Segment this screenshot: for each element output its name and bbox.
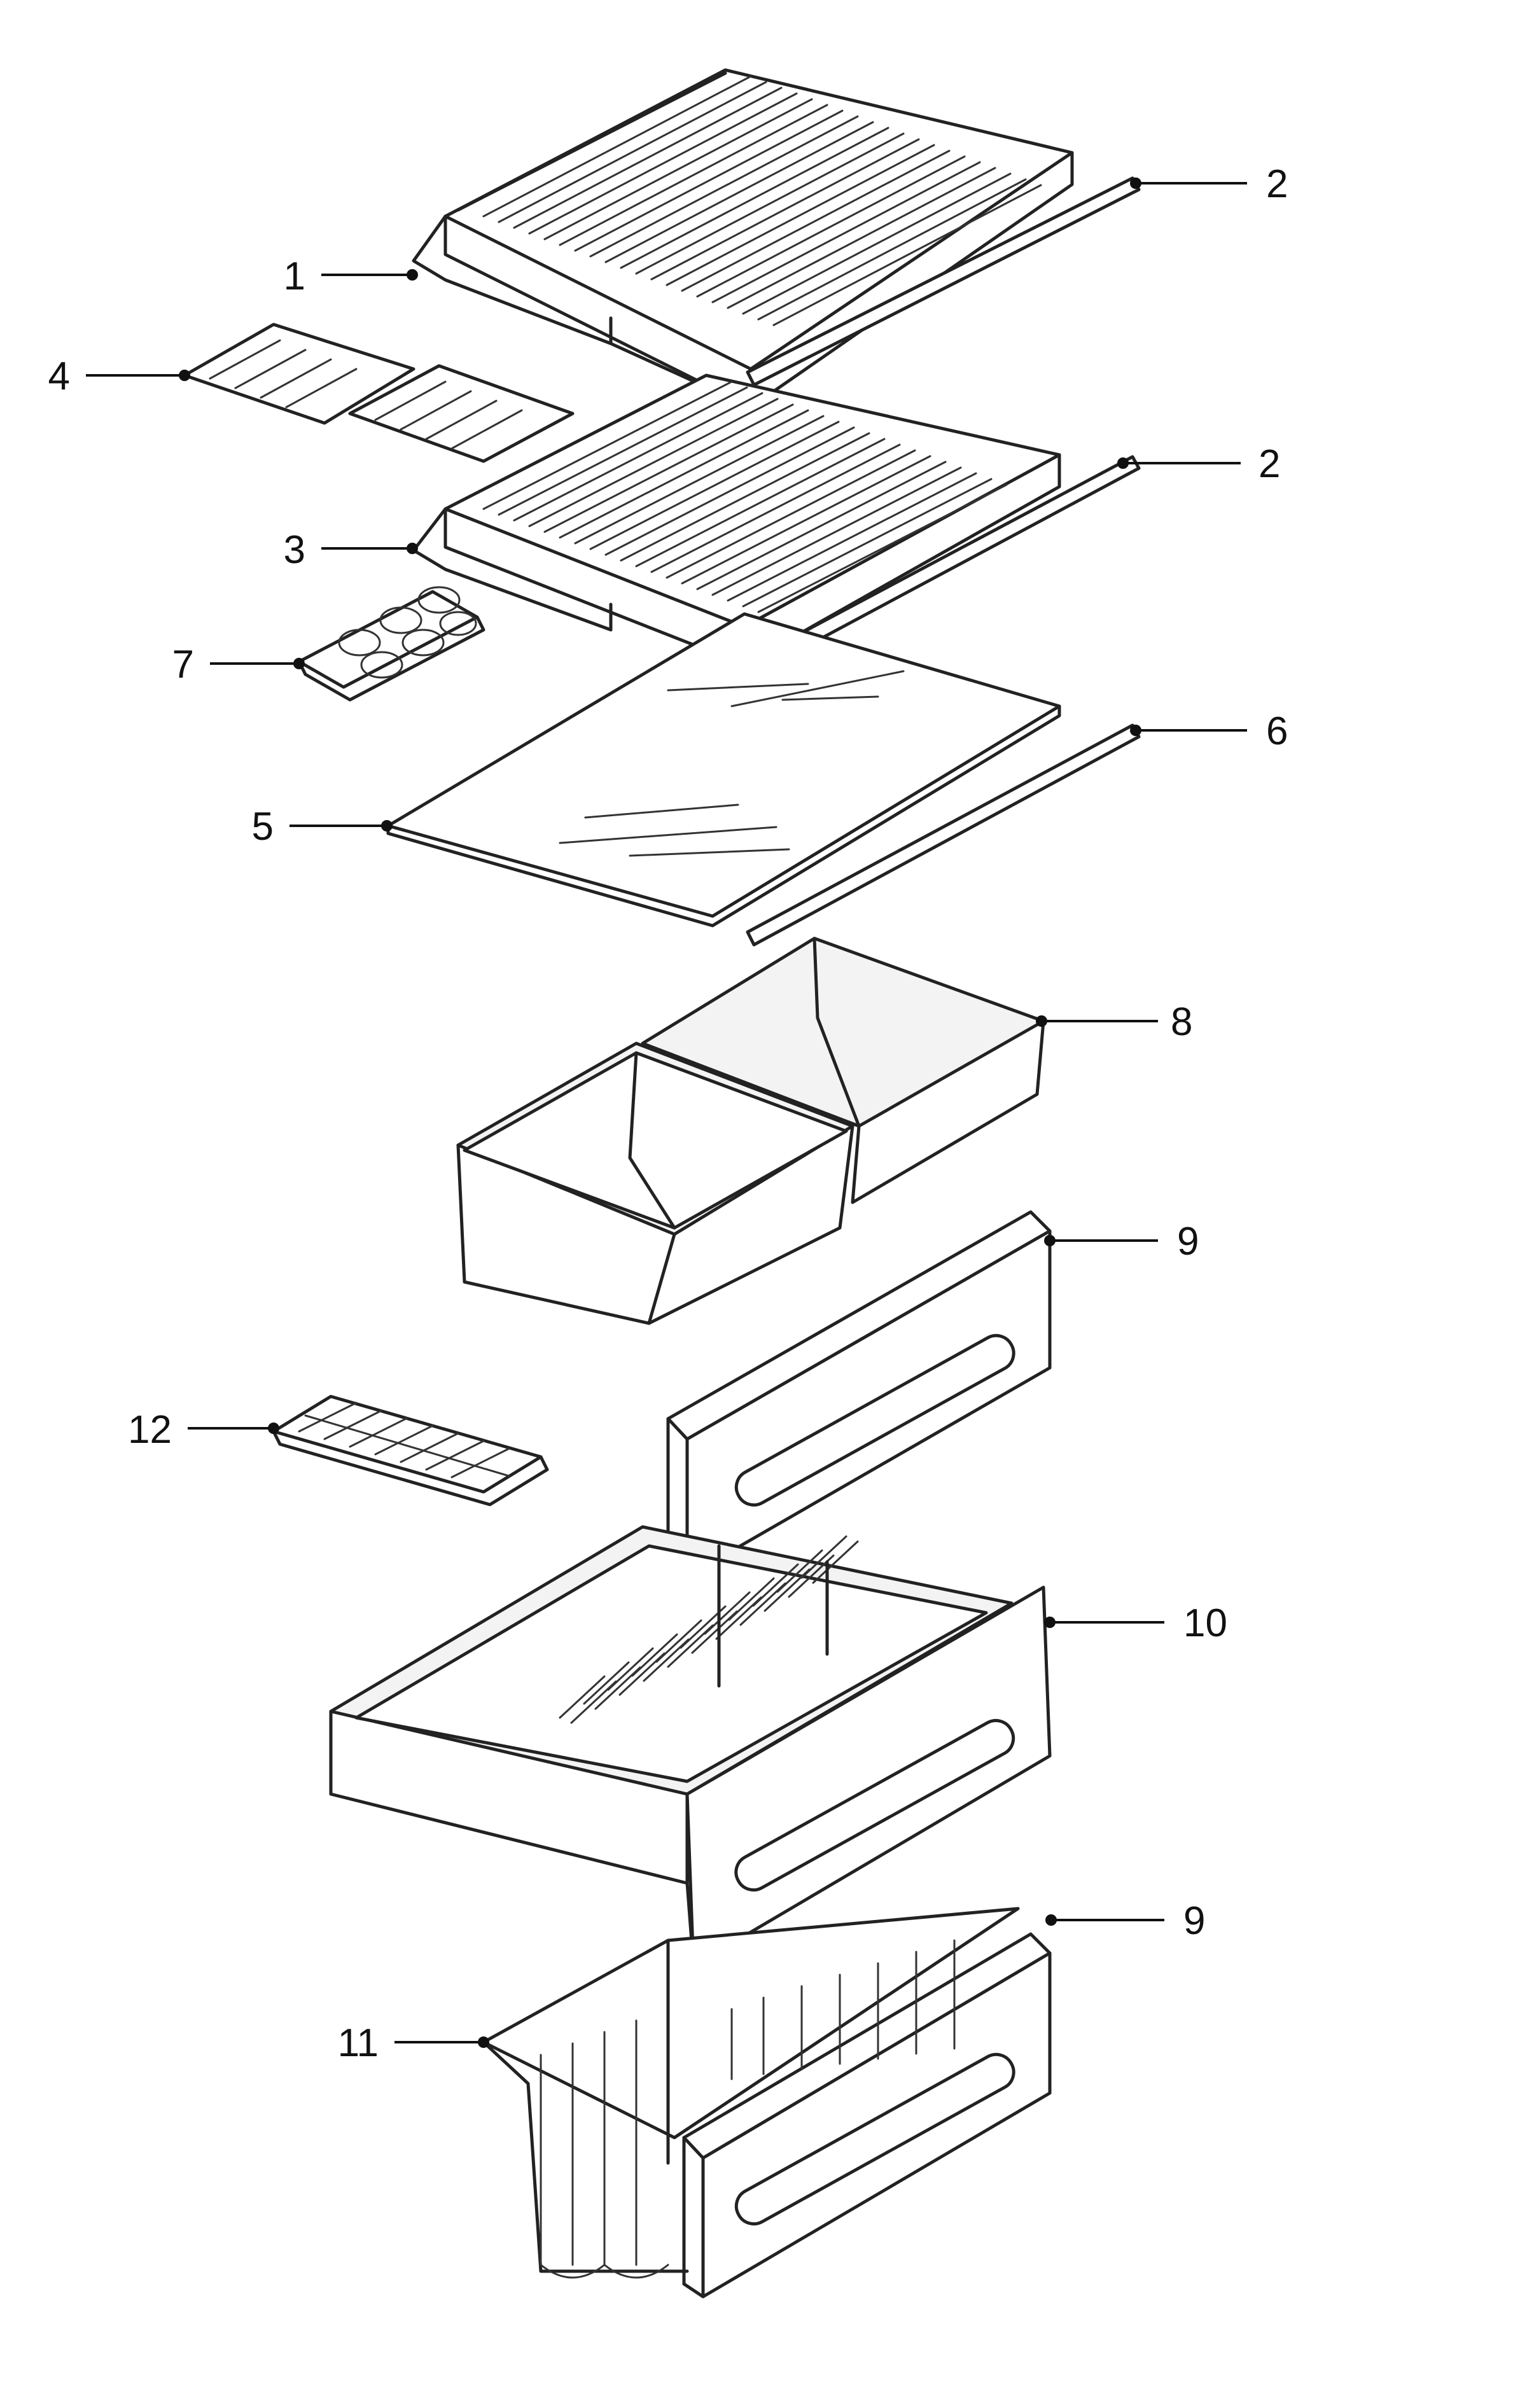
leader-dot bbox=[407, 269, 418, 281]
callout-label: 11 bbox=[338, 2021, 379, 2065]
part-11-wire-basket bbox=[482, 1907, 1020, 2279]
leader-dot bbox=[268, 1423, 279, 1434]
callout-c12: 12 bbox=[128, 1408, 279, 1452]
part-2-trim-strip-upper bbox=[746, 176, 1141, 387]
callout-c2a: 2 bbox=[1130, 162, 1288, 206]
callout-c9b: 9 bbox=[1045, 1899, 1205, 1943]
callout-c10: 10 bbox=[1044, 1601, 1227, 1645]
callout-label: 8 bbox=[1171, 1000, 1192, 1044]
leader-dot bbox=[1044, 1235, 1056, 1246]
part-12-ice-cube-tray bbox=[272, 1395, 549, 1507]
leader-dot bbox=[1045, 1914, 1057, 1926]
callout-c6: 6 bbox=[1130, 709, 1288, 753]
part-10-freezer-drawer bbox=[329, 1525, 1052, 1968]
leader-dot bbox=[407, 543, 418, 554]
callout-label: 1 bbox=[284, 254, 305, 298]
callout-c1: 1 bbox=[284, 254, 418, 298]
part-9-front-panel-upper bbox=[666, 1210, 1052, 1578]
callout-c9a: 9 bbox=[1044, 1220, 1199, 1263]
leader-dot bbox=[381, 820, 393, 832]
part-8-crisper-bins bbox=[456, 936, 1045, 1325]
callout-label: 2 bbox=[1259, 442, 1280, 486]
callout-c7: 7 bbox=[172, 643, 305, 686]
callout-label: 12 bbox=[128, 1408, 172, 1452]
callout-label: 4 bbox=[48, 354, 70, 398]
callout-label: 7 bbox=[172, 643, 194, 686]
callout-c8: 8 bbox=[1036, 1000, 1192, 1044]
callout-c3: 3 bbox=[284, 528, 418, 572]
leader-dot bbox=[1130, 177, 1141, 189]
callout-c11: 11 bbox=[338, 2021, 489, 2065]
callout-label: 6 bbox=[1266, 709, 1288, 753]
leader-dot bbox=[1130, 725, 1141, 736]
leader-dot bbox=[1117, 457, 1129, 469]
leader-dot bbox=[293, 658, 305, 669]
part-7-egg-tray bbox=[297, 586, 485, 702]
callout-label: 10 bbox=[1183, 1601, 1227, 1645]
part-4-small-trays bbox=[183, 323, 575, 463]
leader-dot bbox=[1036, 1015, 1047, 1027]
leader-dot bbox=[179, 370, 190, 381]
callout-c5: 5 bbox=[252, 805, 393, 849]
callout-label: 5 bbox=[252, 805, 274, 849]
part-9-front-panel-lower bbox=[682, 1932, 1052, 2299]
part-3-wire-shelf bbox=[412, 373, 1061, 667]
part-1-wire-shelf bbox=[412, 68, 1074, 409]
callout-label: 9 bbox=[1183, 1899, 1205, 1943]
callout-c4: 4 bbox=[48, 354, 190, 398]
callout-label: 9 bbox=[1177, 1220, 1199, 1263]
part-5-glass-shelf bbox=[386, 612, 1061, 928]
leader-dot bbox=[1044, 1617, 1056, 1628]
callout-label: 2 bbox=[1266, 162, 1288, 206]
callout-c2b: 2 bbox=[1117, 442, 1280, 486]
leader-dot bbox=[478, 2036, 489, 2048]
callout-label: 3 bbox=[284, 528, 305, 572]
part-6-front-trim-strip bbox=[746, 723, 1141, 947]
